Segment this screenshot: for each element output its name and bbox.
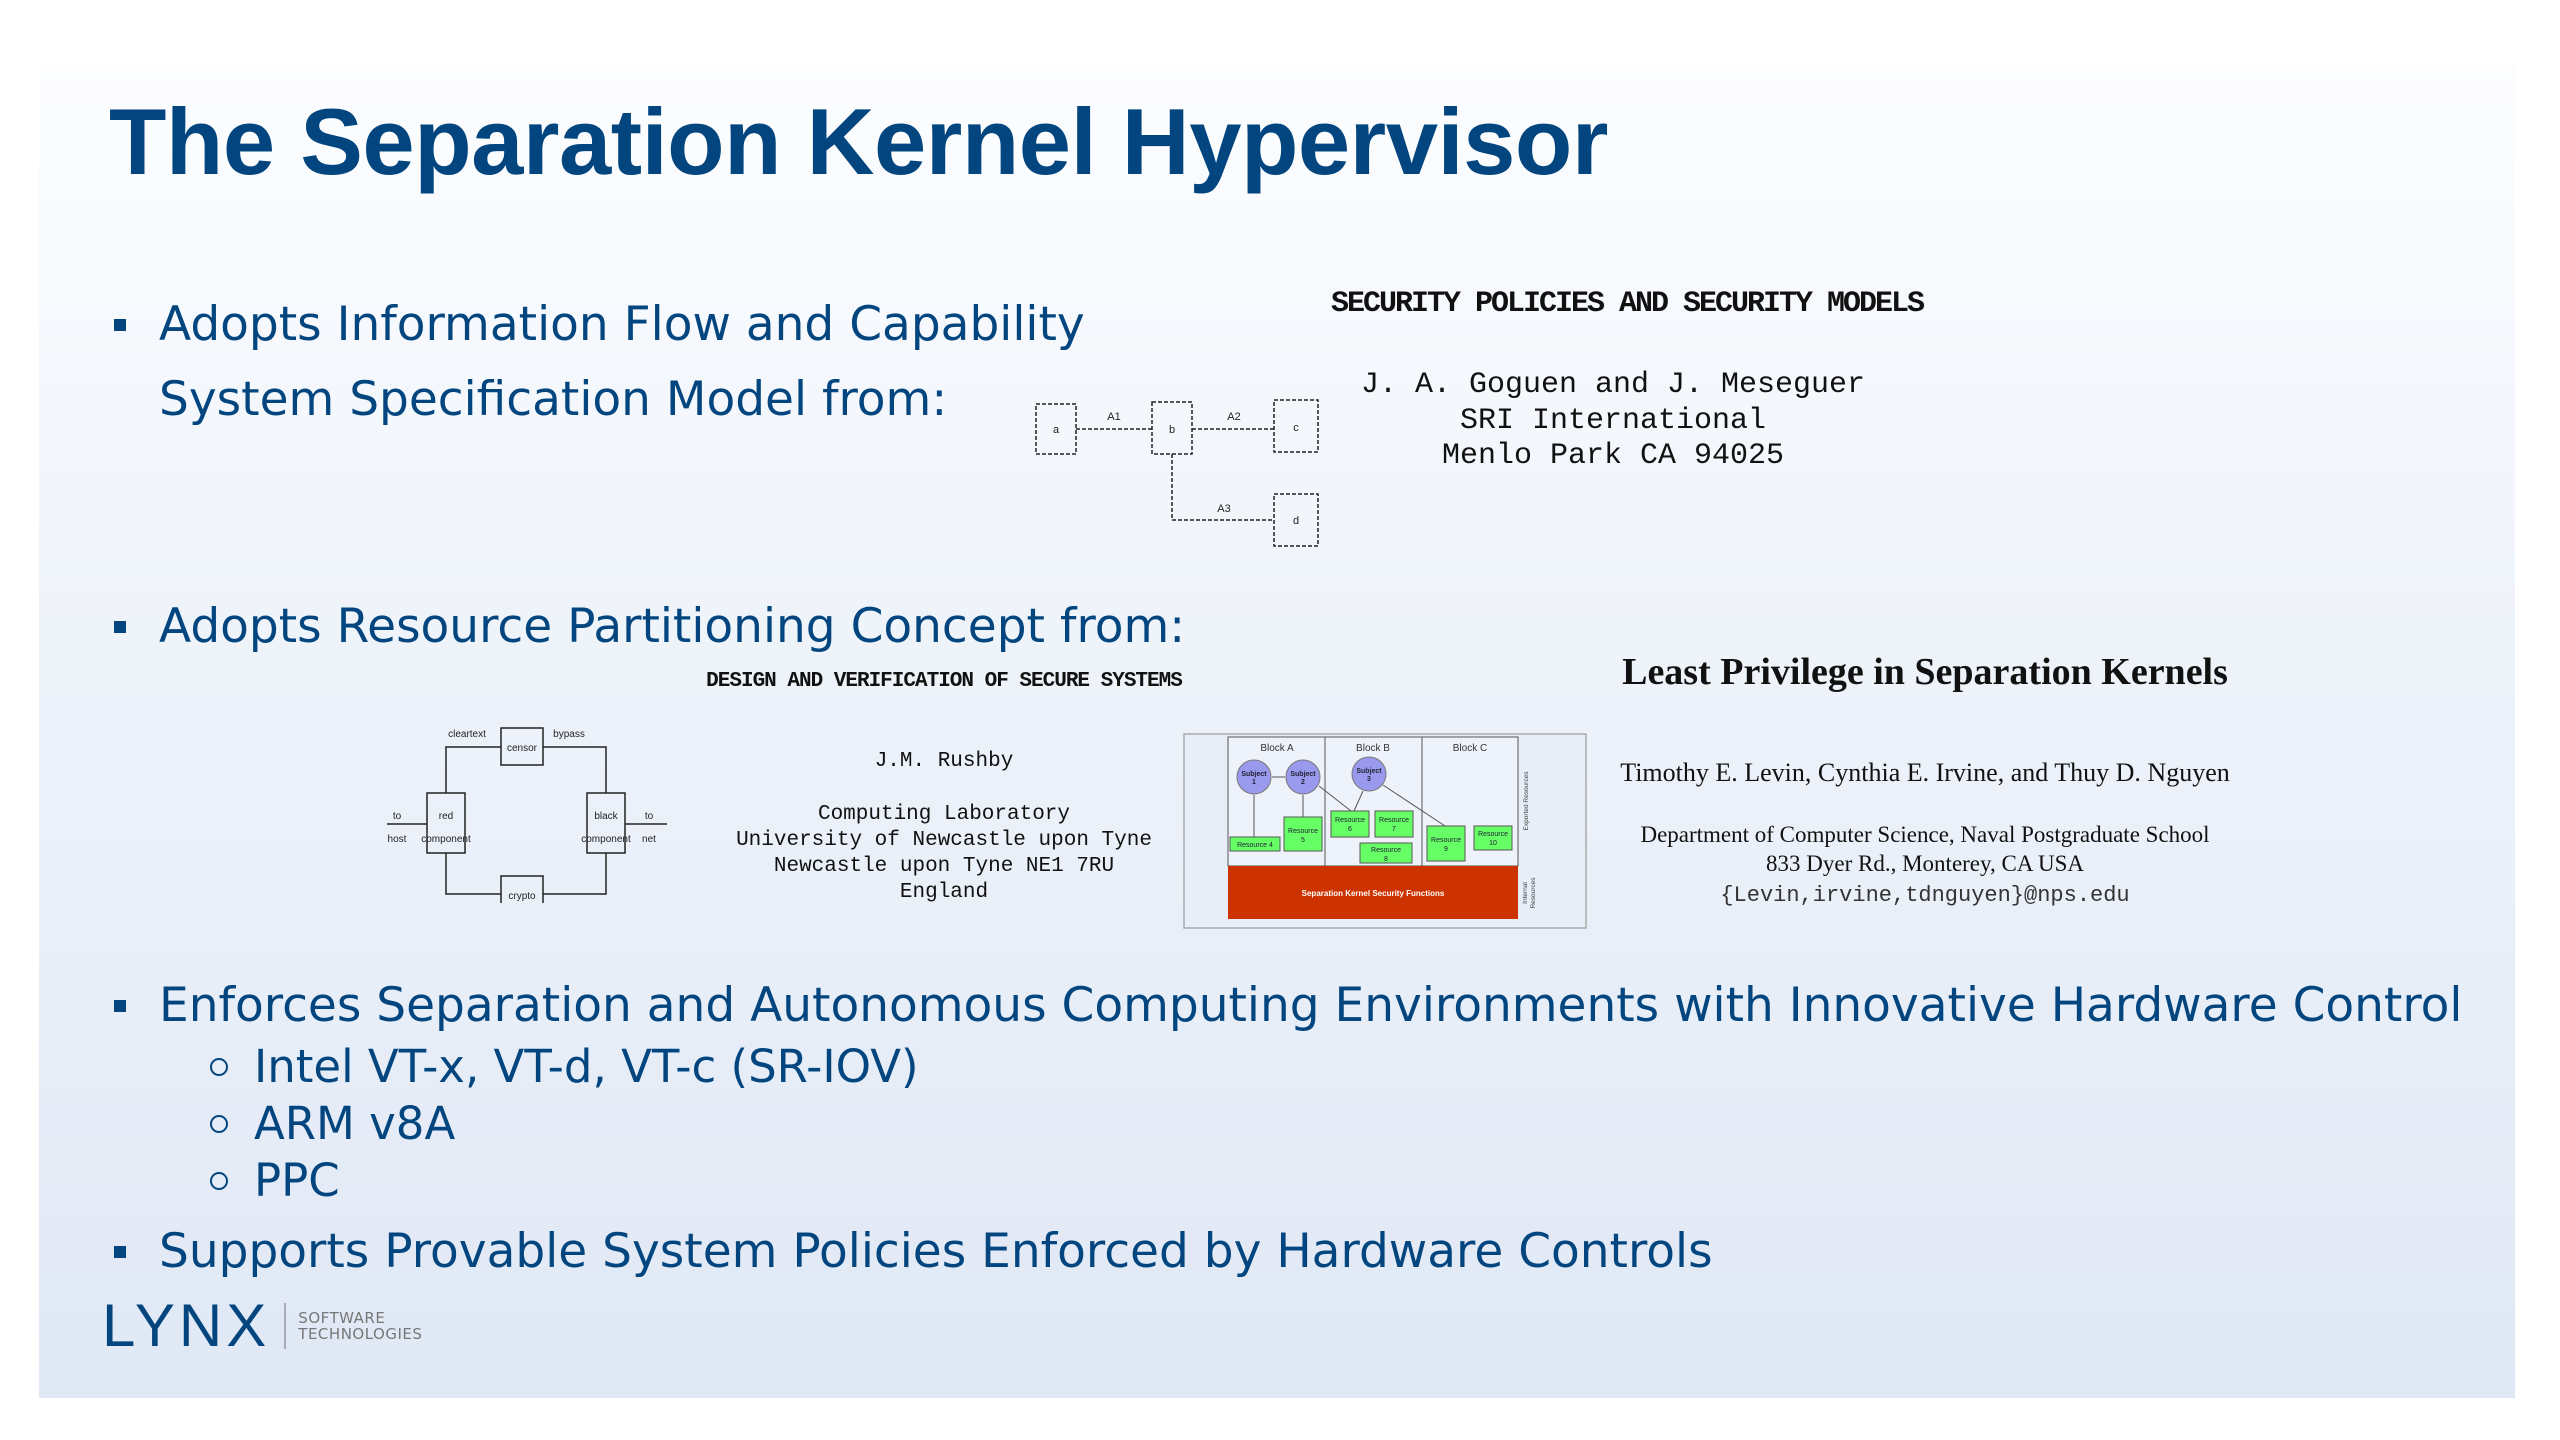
kernel-label: Separation Kernel Security Functions — [1302, 889, 1445, 898]
rushby-line-4: England — [899, 881, 989, 904]
resource-6-label: Resource — [1335, 817, 1365, 824]
resource-6-number: 6 — [1348, 826, 1352, 833]
logo-divider — [284, 1303, 287, 1349]
subject-2-label: Subject — [1290, 771, 1316, 778]
subject-1-number: 1 — [1252, 779, 1256, 786]
exported-resources-label: Exported Resources — [1523, 771, 1530, 831]
levin-title: Least Privilege in Separation Kernels — [1622, 651, 2228, 693]
goguen-flow-diagram: a b c d A1 A2 A3 — [1035, 399, 1319, 547]
levin-dept: Department of Computer Science, Naval Po… — [1640, 822, 2210, 847]
subject-3-label: Subject — [1356, 768, 1382, 775]
block-a-label: Block A — [1260, 743, 1294, 754]
bullet-4: Supports Provable System Policies Enforc… — [159, 1224, 1713, 1279]
rushby-line-2: University of Newcastle upon Tyne — [736, 829, 1152, 852]
sub-bullet-marker — [210, 1058, 228, 1076]
resource-5-number: 5 — [1301, 837, 1305, 844]
bullet-marker — [114, 319, 126, 331]
node-d: d — [1293, 515, 1299, 527]
subject-3-number: 3 — [1367, 776, 1371, 783]
bypass-label: bypass — [553, 729, 585, 740]
sub-bullet-marker — [210, 1115, 228, 1133]
crypto-label: crypto — [508, 891, 536, 902]
host-label: host — [388, 834, 407, 845]
resource-7-number: 7 — [1392, 826, 1396, 833]
goguen-title: SECURITY POLICIES AND SECURITY MODELS — [1330, 287, 1925, 321]
arrow-a1: A1 — [1107, 411, 1120, 423]
bullet-marker — [114, 1246, 126, 1258]
resource-10-number: 10 — [1489, 840, 1497, 847]
resource-5-label: Resource — [1288, 828, 1318, 835]
rushby-line-3: Newcastle upon Tyne NE1 7RU — [773, 855, 1115, 878]
resource-7-label: Resource — [1379, 817, 1409, 824]
goguen-address: Menlo Park CA 94025 — [1441, 439, 1785, 473]
subject-2-number: 2 — [1301, 779, 1305, 786]
internal-label: Internal — [1522, 882, 1529, 904]
levin-email: {Levin,irvine,tdnguyen}@nps.edu — [1720, 883, 2130, 908]
sub-bullet-2: ARM v8A — [254, 1097, 456, 1150]
red-component-label: component — [421, 834, 471, 845]
subject-1-label: Subject — [1241, 771, 1267, 778]
block-b-label: Block B — [1356, 743, 1390, 754]
resource-8-label: Resource — [1371, 847, 1401, 854]
sub-bullet-marker — [210, 1172, 228, 1190]
sub-bullet-3: PPC — [254, 1154, 340, 1207]
bullet-marker — [114, 621, 126, 633]
resource-10-label: Resource — [1478, 831, 1508, 838]
node-c: c — [1293, 422, 1299, 434]
to-label: to — [393, 811, 402, 822]
goguen-org: SRI International — [1459, 404, 1767, 438]
arrow-a2: A2 — [1227, 411, 1240, 423]
rushby-author: J.M. Rushby — [874, 750, 1014, 773]
red-label: red — [439, 811, 453, 822]
block-c-label: Block C — [1453, 743, 1487, 754]
goguen-authors: J. A. Goguen and J. Meseguer — [1360, 368, 1866, 402]
slide-title: The Separation Kernel Hypervisor — [109, 89, 1608, 194]
black-label: black — [594, 811, 618, 822]
rushby-title: DESIGN AND VERIFICATION OF SECURE SYSTEM… — [706, 670, 1183, 693]
net-label: net — [642, 834, 656, 845]
kernel-bar — [1228, 866, 1518, 919]
bullet-1-line-2: System Specification Model from: — [159, 372, 948, 427]
resource-9-label: Resource — [1431, 837, 1461, 844]
bullet-3: Enforces Separation and Autonomous Compu… — [159, 978, 2463, 1033]
rushby-component-diagram: censor crypto red component black compon… — [387, 727, 667, 903]
resources-label: Resources — [1530, 877, 1537, 909]
resource-8-number: 8 — [1384, 856, 1388, 863]
censor-label: censor — [507, 743, 538, 754]
resource-9-number: 9 — [1444, 846, 1448, 853]
levin-address: 833 Dyer Rd., Monterey, CA USA — [1766, 851, 2084, 876]
bullet-2: Adopts Resource Partitioning Concept fro… — [159, 599, 1186, 654]
resource-4-label: Resource 4 — [1237, 842, 1273, 849]
slide-background — [39, 65, 2515, 1398]
to-label: to — [645, 811, 654, 822]
sub-bullet-1: Intel VT-x, VT-d, VT-c (SR-IOV) — [254, 1040, 919, 1093]
node-a: a — [1053, 424, 1060, 436]
logo-wordmark: LYNX — [102, 1292, 271, 1359]
black-component-label: component — [581, 834, 631, 845]
bullet-marker — [114, 1000, 126, 1012]
bullet-1-line-1: Adopts Information Flow and Capability — [159, 297, 1085, 352]
arrow-a3: A3 — [1217, 503, 1230, 515]
cleartext-label: cleartext — [448, 729, 486, 740]
rushby-line-1: Computing Laboratory — [817, 803, 1071, 826]
logo-sub1: SOFTWARE — [298, 1309, 386, 1327]
node-b: b — [1169, 424, 1175, 436]
logo-sub2: TECHNOLOGIES — [298, 1325, 423, 1343]
levin-authors: Timothy E. Levin, Cynthia E. Irvine, and… — [1620, 758, 2230, 787]
